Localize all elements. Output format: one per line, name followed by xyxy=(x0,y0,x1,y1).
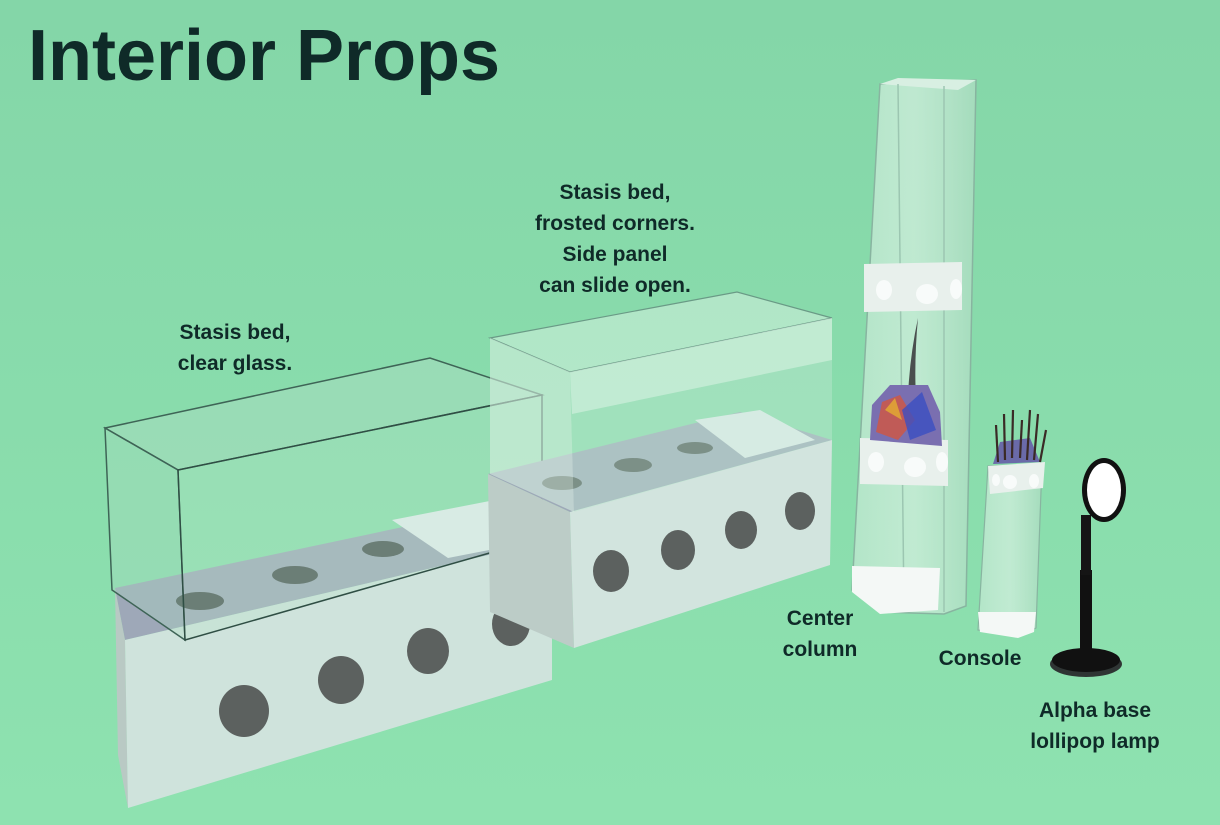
label-console: Console xyxy=(938,647,1022,670)
label-stasis-bed-clear: Stasis bed, clear glass. xyxy=(177,321,293,375)
lollipop-lamp xyxy=(1050,458,1126,677)
stasis-bed-frosted xyxy=(487,291,833,648)
label-lollipop-lamp: Alpha base lollipop lamp xyxy=(1030,699,1160,753)
page-title: Interior Props xyxy=(28,16,501,96)
label-stasis-bed-frosted: Stasis bed, frosted corners. Side panel … xyxy=(535,181,695,297)
center-column xyxy=(851,78,977,615)
label-center-column: Center column xyxy=(782,607,858,661)
stasis-bed-clear-glass xyxy=(102,357,552,808)
console xyxy=(977,409,1048,638)
